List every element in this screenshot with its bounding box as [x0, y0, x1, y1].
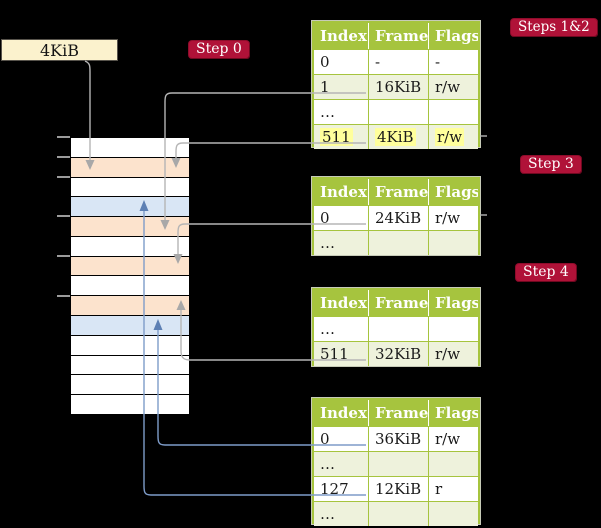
index-cell: 511	[314, 342, 369, 366]
index-cell: 1	[314, 75, 369, 99]
frame-cell: -	[369, 50, 429, 74]
frame-cell: 32KiB	[369, 342, 429, 366]
index-cell: 0	[314, 206, 369, 230]
table-header-index: Index	[314, 400, 369, 426]
frame-cell	[369, 317, 429, 341]
frame-cell: 24KiB	[369, 206, 429, 230]
memory-frame-row-13	[71, 395, 189, 414]
frame-cell: 16KiB	[369, 75, 429, 99]
frame-cell	[369, 452, 429, 476]
table-row-…: …	[314, 230, 478, 255]
memory-frame-row-9-blue	[71, 316, 189, 336]
memory-tick	[57, 155, 70, 158]
table-row-…: …	[314, 316, 478, 341]
frame-cell: 12KiB	[369, 477, 429, 501]
index-cell: 0	[314, 50, 369, 74]
frame-size-box: 4KiB	[1, 39, 118, 61]
table-header-flags: Flags	[435, 27, 478, 45]
index-cell: …	[314, 452, 369, 476]
frame-cell	[369, 502, 429, 526]
table-row-…: …	[314, 99, 478, 124]
memory-tick	[57, 175, 70, 178]
highlighted-value: 4KiB	[375, 128, 416, 146]
table-header-index: Index	[314, 23, 369, 49]
table-header-flags: Flags	[435, 404, 478, 422]
flags-cell	[429, 100, 478, 124]
frame-cell	[369, 231, 429, 255]
memory-frame-row-2	[71, 177, 189, 198]
flags-cell	[429, 231, 478, 255]
table-header-flags: Flags	[435, 294, 478, 312]
memory-frame-row-1-peach	[71, 157, 189, 178]
table-header-flags: Flags	[435, 183, 478, 201]
table-row-0: 0--	[314, 49, 478, 74]
memory-frame-row-5	[71, 236, 189, 257]
flags-cell: r/w	[435, 430, 461, 448]
index-cell: 511	[314, 125, 369, 149]
table-header-index: Index	[314, 290, 369, 316]
frame-cell: 4KiB	[369, 125, 429, 149]
badge-step-0: Step 0	[189, 41, 249, 58]
frame-cell	[369, 100, 429, 124]
flags-cell: r/w	[435, 209, 461, 227]
badge-step-3: Step 3	[521, 156, 581, 173]
memory-frame-row-6-peach	[71, 256, 189, 277]
highlighted-value: r/w	[435, 128, 465, 146]
badge-steps-1-2: Steps 1&2	[511, 19, 597, 36]
index-cell: 0	[314, 427, 369, 451]
memory-frame-row-10	[71, 335, 189, 356]
memory-frame-row-12	[71, 375, 189, 396]
memory-frame-row-11	[71, 355, 189, 376]
flags-cell: r/w	[435, 78, 461, 96]
flags-cell: r/w	[435, 345, 461, 363]
flags-cell	[429, 452, 478, 476]
memory-frame-row-3-blue	[71, 197, 189, 218]
index-cell: …	[314, 231, 369, 255]
memory-frame-row-0	[71, 138, 189, 158]
memory-tick	[57, 255, 70, 258]
memory-frame-row-4-peach	[71, 217, 189, 237]
memory-tick	[57, 294, 70, 297]
table-header-frame: Frame	[369, 400, 429, 426]
table-row-…: …	[314, 501, 478, 526]
table-row-511: 511 4KiB r/w	[314, 124, 478, 149]
table-row-…: …	[314, 451, 478, 476]
index-cell: …	[314, 502, 369, 526]
index-cell: 127	[314, 477, 369, 501]
memory-tick	[57, 215, 70, 218]
index-cell: …	[314, 100, 369, 124]
table-header-index: Index	[314, 179, 369, 205]
table-header-frame: Frame	[369, 179, 429, 205]
flags-cell	[429, 502, 478, 526]
highlighted-value: 511	[320, 128, 353, 146]
memory-frame-row-8-peach	[71, 296, 189, 317]
flags-cell: -	[435, 53, 441, 71]
flags-cell: r/w	[429, 125, 478, 149]
table-header-frame: Frame	[369, 23, 429, 49]
memory-tick	[57, 136, 70, 138]
frame-size-label: 4KiB	[39, 40, 79, 60]
frame-cell: 36KiB	[369, 427, 429, 451]
flags-cell: r	[435, 480, 443, 498]
physical-memory-column	[70, 137, 190, 415]
badge-step-4: Step 4	[516, 264, 576, 281]
index-cell: …	[314, 317, 369, 341]
table-header-frame: Frame	[369, 290, 429, 316]
memory-frame-row-7	[71, 276, 189, 297]
flags-cell	[429, 317, 478, 341]
